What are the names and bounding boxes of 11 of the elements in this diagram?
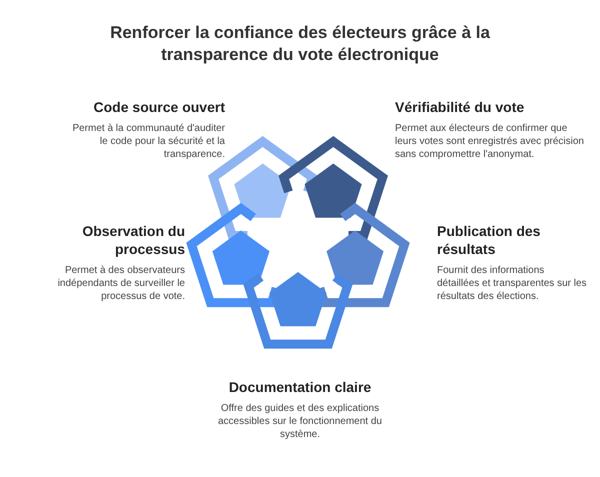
feature-heading: Documentation claire: [228, 378, 372, 396]
feature-heading: Observation du processus: [81, 222, 185, 258]
feature-heading: Publication des résultats: [437, 222, 542, 258]
feature-description: Permet à des observateurs indépendants de surveiller le processus de vote.: [56, 264, 185, 303]
feature-heading: Code source ouvert: [92, 98, 225, 116]
feature-description: Permet à la communauté d'auditer le code pour la sécurité et la transparence.: [71, 122, 225, 161]
feature-description: Fournit des informations détaillées et transparentes sur les résultats des élections.: [437, 264, 587, 303]
feature-description: Permet aux électeurs de confirmer que leurs votes sont enregistrés avec précision sans compromettre l'anonymat.: [395, 122, 585, 161]
diagram-title: Renforcer la confiance des électeurs grâce à la transparence du vote électronique: [109, 22, 491, 66]
feature-description: Offre des guides et des explications accessibles sur le fonctionnement du système.: [217, 402, 383, 441]
feature-heading: Vérifiabilité du vote: [395, 98, 526, 116]
